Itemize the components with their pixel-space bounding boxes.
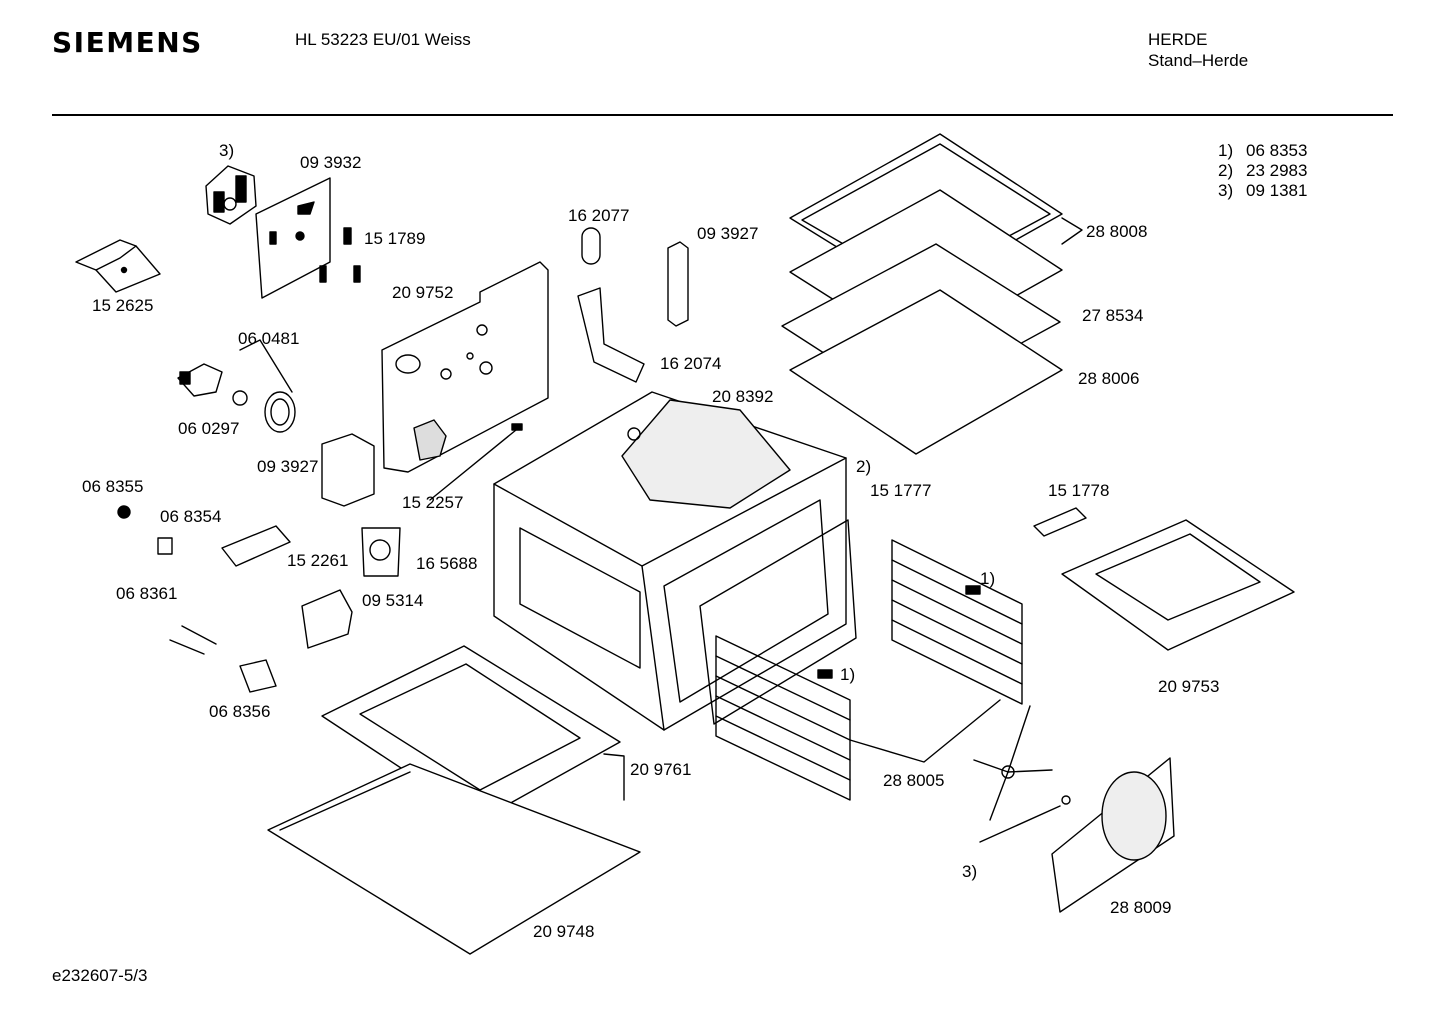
oven-lamp-part bbox=[178, 340, 295, 432]
hinge-rail-part bbox=[668, 242, 688, 326]
model-number: HL 53223 EU/01 Weiss bbox=[295, 30, 471, 49]
subcategory-title: Stand–Herde bbox=[1148, 51, 1249, 70]
part-number-label: 20 8392 bbox=[712, 387, 774, 406]
side-rack-right bbox=[892, 540, 1022, 704]
oven-cavity bbox=[494, 392, 846, 730]
part-number-label: 06 0297 bbox=[178, 419, 240, 438]
part-number-label: 06 8355 bbox=[82, 477, 144, 496]
part-number-label: 16 2074 bbox=[660, 354, 722, 373]
legend-index: 2) bbox=[1218, 161, 1234, 180]
baking-trays bbox=[782, 134, 1082, 454]
part-number-label: 28 8006 bbox=[1078, 369, 1140, 388]
part-number-label: 20 9748 bbox=[533, 922, 595, 941]
footnote-legend: 1) 06 8353 2) 23 2983 3) 09 1381 bbox=[1218, 141, 1307, 201]
part-number-label: 20 9761 bbox=[630, 760, 692, 779]
legend-code: 23 2983 bbox=[1246, 161, 1308, 180]
part-number-label: 28 8008 bbox=[1086, 222, 1148, 241]
callout-label: 1) bbox=[840, 665, 856, 684]
callout-label: 3) bbox=[962, 862, 978, 881]
legend-row-3: 3) 09 1381 bbox=[1218, 181, 1307, 201]
header-divider bbox=[52, 114, 1393, 116]
part-number-label: 06 0481 bbox=[238, 329, 300, 348]
part-number-label: 09 3932 bbox=[300, 153, 362, 172]
legend-row-2: 2) 23 2983 bbox=[1218, 161, 1307, 181]
part-number-label: 28 8009 bbox=[1110, 898, 1172, 917]
small-parts bbox=[118, 506, 400, 692]
fan-blade bbox=[974, 706, 1070, 842]
brand-logo: SIEMENS bbox=[52, 26, 203, 59]
legend-index: 3) bbox=[1218, 181, 1234, 200]
part-number-label: 15 1777 bbox=[870, 481, 932, 500]
part-number-label: 06 8356 bbox=[209, 702, 271, 721]
part-number-label: 16 2077 bbox=[568, 206, 630, 225]
legend-code: 06 8353 bbox=[1246, 141, 1308, 160]
part-number-label: 09 3927 bbox=[697, 224, 759, 243]
bracket-part bbox=[76, 240, 160, 292]
duct-part bbox=[578, 228, 644, 382]
fan-cover bbox=[1052, 758, 1174, 912]
rotary-switch-part bbox=[206, 166, 256, 224]
legend-index: 1) bbox=[1218, 141, 1234, 160]
part-number-label: 06 8354 bbox=[160, 507, 222, 526]
callout-label: 2) bbox=[856, 457, 872, 476]
hinge-bracket-part bbox=[322, 434, 374, 506]
part-number-label: 15 2625 bbox=[92, 296, 154, 315]
part-number-label: 20 9752 bbox=[392, 283, 454, 302]
side-rack-left bbox=[716, 636, 1000, 800]
part-number-label: 15 2257 bbox=[402, 493, 464, 512]
part-number-label: 20 9753 bbox=[1158, 677, 1220, 696]
part-number-label: 15 2261 bbox=[287, 551, 349, 570]
rear-panel bbox=[382, 262, 548, 500]
door-seal bbox=[700, 520, 856, 724]
part-number-label: 15 1789 bbox=[364, 229, 426, 248]
document-id: e232607-5/3 bbox=[52, 966, 148, 985]
control-panel-plate bbox=[256, 178, 360, 298]
part-number-label: 06 8361 bbox=[116, 584, 178, 603]
part-number-label: 09 5314 bbox=[362, 591, 424, 610]
callout-label: 1) bbox=[980, 569, 996, 588]
category-title: HERDE bbox=[1148, 30, 1208, 49]
grill-heating-element bbox=[1034, 508, 1294, 650]
part-number-label: 16 5688 bbox=[416, 554, 478, 573]
part-number-label: 27 8534 bbox=[1082, 306, 1144, 325]
legend-code: 09 1381 bbox=[1246, 181, 1308, 200]
legend-row-1: 1) 06 8353 bbox=[1218, 141, 1307, 161]
part-number-label: 15 1778 bbox=[1048, 481, 1110, 500]
bottom-plate bbox=[268, 764, 640, 954]
part-number-label: 28 8005 bbox=[883, 771, 945, 790]
part-number-label: 09 3927 bbox=[257, 457, 319, 476]
callout-label: 3) bbox=[219, 141, 235, 160]
